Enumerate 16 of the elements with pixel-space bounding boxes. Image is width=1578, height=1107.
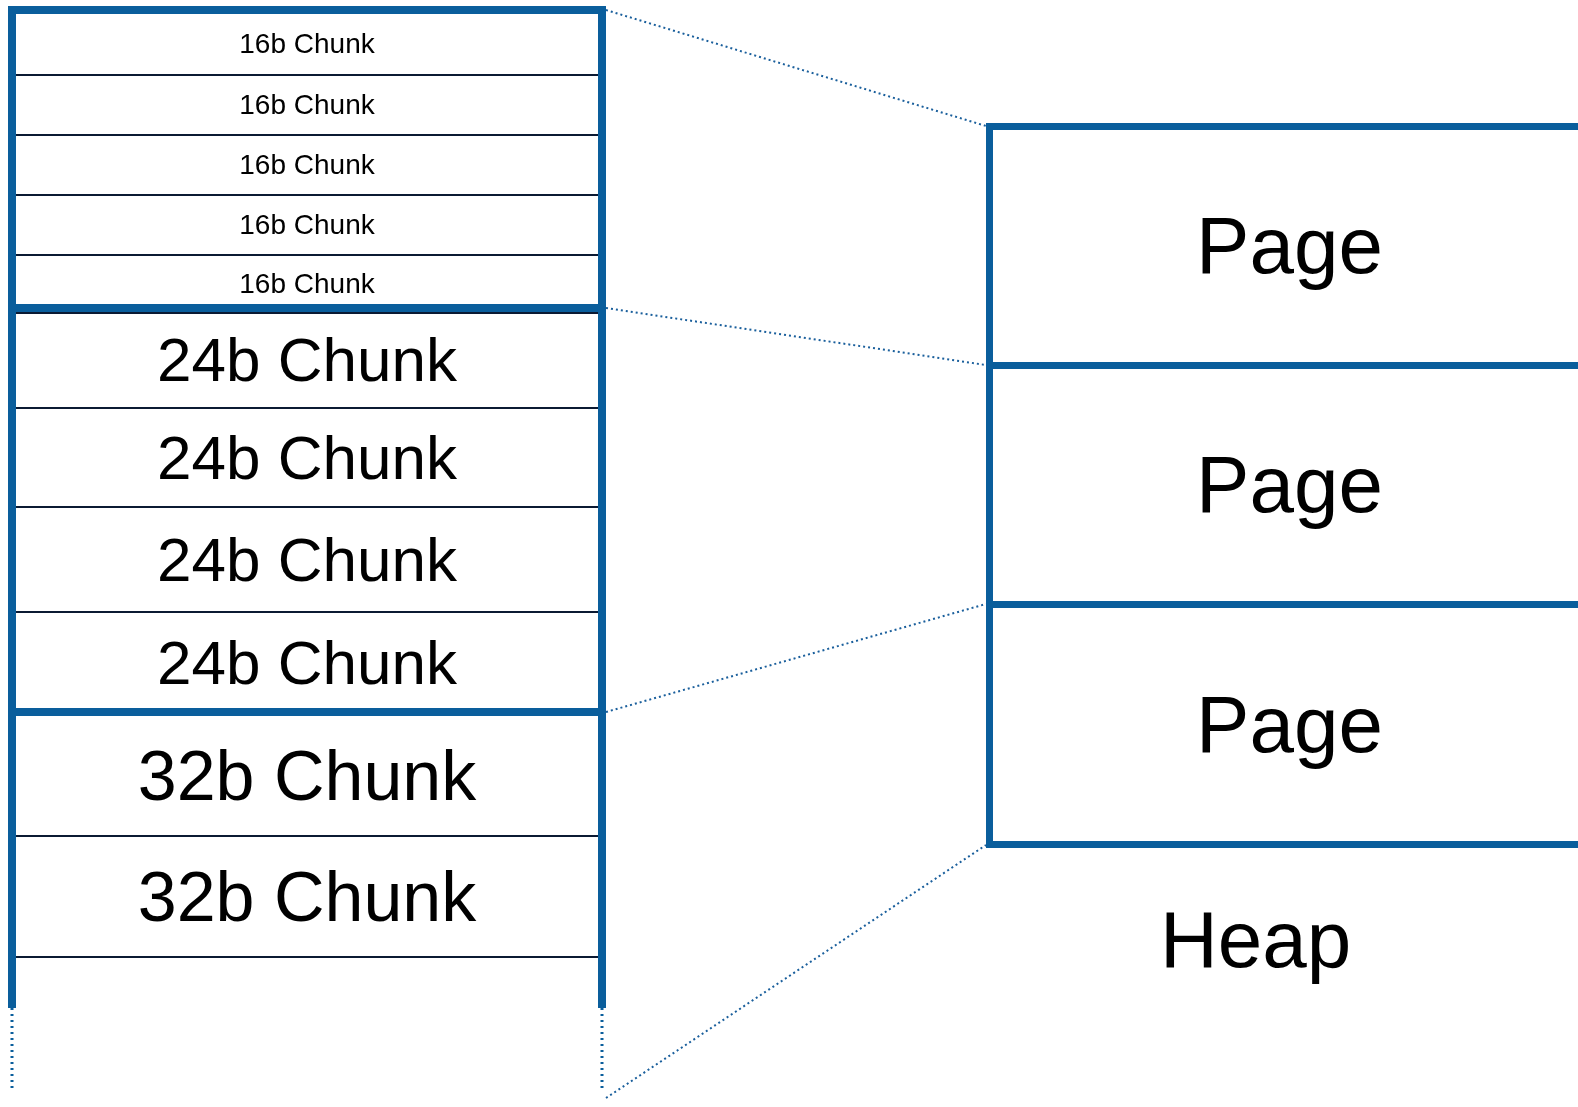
chunk-label: 16b Chunk	[239, 270, 375, 298]
chunk-label: 16b Chunk	[239, 30, 375, 58]
zoom-guide-line	[605, 307, 987, 366]
zoom-guide-line	[605, 844, 987, 1099]
chunk-label: 24b Chunk	[157, 426, 457, 489]
chunk-label: 16b Chunk	[239, 151, 375, 179]
chunk-label: 24b Chunk	[157, 528, 457, 591]
zoom-guide-line	[605, 9, 987, 127]
chunk-label: 16b Chunk	[239, 211, 375, 239]
memory-page-outline	[8, 708, 606, 1008]
chunk-label: 24b Chunk	[157, 631, 457, 694]
memory-page-outline	[8, 6, 606, 312]
chunk-label: 24b Chunk	[157, 328, 457, 391]
chunk-label: 32b Chunk	[137, 740, 477, 811]
chunk-label: 32b Chunk	[137, 861, 477, 932]
chunk-label: 16b Chunk	[239, 91, 375, 119]
